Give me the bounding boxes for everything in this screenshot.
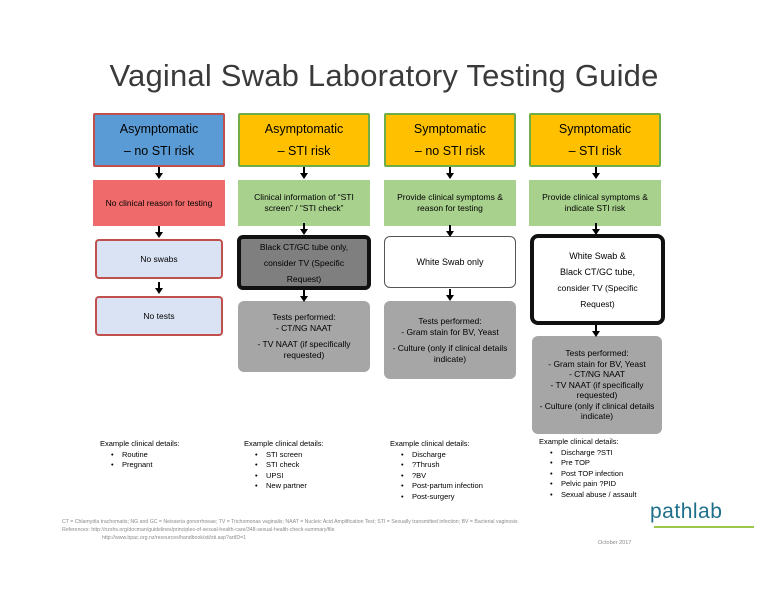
example-item: Discharge ?STI — [539, 448, 669, 459]
step-line: screen” / “STI check” — [264, 203, 344, 213]
example-item: Post-surgery — [390, 492, 520, 503]
header-line-2: – STI risk — [277, 144, 331, 158]
step-tests-performed: Tests performed: - Gram stain for BV, Ye… — [384, 301, 516, 379]
step-no-swabs: No swabs — [95, 239, 223, 279]
example-item: Pregnant — [100, 460, 230, 471]
down-arrow-icon — [155, 226, 163, 238]
step-line: White Swab & — [569, 250, 626, 261]
down-arrow-icon — [446, 225, 454, 237]
example-item: ?BV — [390, 471, 520, 482]
step-no-clinical-reason: No clinical reason for testing — [93, 180, 225, 226]
example-item: ?Thrush — [390, 460, 520, 471]
step-no-tests: No tests — [95, 296, 223, 336]
down-arrow-icon — [592, 167, 600, 179]
step-line: No clinical reason for testing — [105, 197, 213, 208]
step-line: - TV NAAT (if specifically — [257, 339, 351, 349]
step-line: Provide clinical symptoms & — [397, 192, 503, 202]
example-item: New partner — [244, 481, 374, 492]
example-item: STI check — [244, 460, 374, 471]
step-line: - Culture (only if clinical details — [392, 342, 508, 353]
down-arrow-icon — [155, 167, 163, 179]
header-line-2: – no STI risk — [414, 144, 486, 158]
down-arrow-icon — [592, 325, 600, 337]
examples-symptomatic-no-sti-risk: Example clinical details: Discharge ?Thr… — [390, 439, 520, 502]
examples-asymptomatic-sti-risk: Example clinical details: STI screen STI… — [244, 439, 374, 492]
header-line-2: – STI risk — [568, 144, 622, 158]
step-line: Tests performed: — [272, 312, 336, 322]
example-item: STI screen — [244, 450, 374, 461]
step-white-swab-and-black-tube: White Swab & Black CT/GC tube, consider … — [530, 234, 665, 325]
header-symptomatic-sti-risk: Symptomatic – STI risk — [529, 113, 661, 167]
header-line-1: Asymptomatic — [264, 122, 344, 136]
step-line: - CT/NG NAAT — [568, 369, 626, 380]
step-line: White Swab only — [416, 256, 484, 267]
step-line: Provide clinical symptoms & — [542, 192, 648, 202]
example-item: Sexual abuse / assault — [539, 490, 669, 501]
step-line: Black CT/GC tube, — [559, 266, 636, 277]
examples-symptomatic-sti-risk: Example clinical details: Discharge ?STI… — [539, 437, 669, 500]
step-line: No tests — [143, 310, 175, 321]
down-arrow-icon — [155, 282, 163, 294]
step-tests-performed: Tests performed: - CT/NG NAAT - TV NAAT … — [238, 301, 370, 372]
step-line: Black CT/GC tube only, — [259, 241, 349, 252]
example-item: Routine — [100, 450, 230, 461]
step-line: No swabs — [140, 253, 178, 264]
down-arrow-icon — [300, 167, 308, 179]
step-provide-symptoms: Provide clinical symptoms & reason for t… — [384, 180, 516, 226]
examples-asymptomatic-no-sti-risk: Example clinical details: Routine Pregna… — [100, 439, 230, 471]
down-arrow-icon — [592, 223, 600, 235]
header-line-1: Symptomatic — [558, 122, 632, 136]
header-symptomatic-no-sti-risk: Symptomatic – no STI risk — [384, 113, 516, 167]
example-item: Discharge — [390, 450, 520, 461]
example-item: Post TOP infection — [539, 469, 669, 480]
examples-title: Example clinical details: — [100, 439, 180, 448]
step-white-swab-only: White Swab only — [384, 236, 516, 288]
step-line: indicate) — [433, 353, 467, 364]
header-line-1: Symptomatic — [413, 122, 487, 136]
step-line: Tests performed: — [565, 348, 629, 359]
header-line-2: – no STI risk — [123, 144, 195, 158]
page-title: Vaginal Swab Laboratory Testing Guide — [109, 58, 659, 93]
example-item: UPSI — [244, 471, 374, 482]
step-line: Clinical information of “STI — [254, 192, 354, 202]
examples-title: Example clinical details: — [539, 437, 619, 446]
examples-title: Example clinical details: — [390, 439, 470, 448]
step-line: consider TV (Specific Request) — [263, 257, 345, 284]
down-arrow-icon — [300, 290, 308, 302]
example-item: Post-partum infection — [390, 481, 520, 492]
header-asymptomatic-no-sti-risk: Asymptomatic – no STI risk — [93, 113, 225, 167]
logo-underline — [654, 526, 754, 528]
header-asymptomatic-sti-risk: Asymptomatic – STI risk — [238, 113, 370, 167]
step-line: requested) — [283, 350, 325, 360]
footer-reference-2: http://www.bpac.org.nz/resources/handboo… — [102, 535, 247, 541]
step-line: - Gram stain for BV, Yeast — [548, 358, 646, 369]
footer-reference-1: References: http://nzshs.org/docman/guid… — [62, 527, 335, 533]
step-black-ct-gc-tube: Black CT/GC tube only, consider TV (Spec… — [237, 235, 371, 290]
header-line-1: Asymptomatic — [119, 122, 199, 136]
down-arrow-icon — [446, 167, 454, 179]
example-item: Pelvic pain ?PID — [539, 479, 669, 490]
down-arrow-icon — [446, 289, 454, 301]
example-item: Pre TOP — [539, 458, 669, 469]
pathlab-logo: pathlab — [650, 500, 723, 523]
footer-abbreviations: CT = Chlamydia trachomatis; NG and GC = … — [62, 519, 518, 525]
examples-title: Example clinical details: — [244, 439, 324, 448]
footer-date: October 2017 — [598, 540, 632, 546]
step-line: requested) — [576, 390, 618, 401]
step-line: consider TV (Specific Request) — [557, 282, 638, 309]
step-line: - TV NAAT (if specifically — [550, 379, 644, 390]
down-arrow-icon — [300, 223, 308, 235]
step-line: - Gram stain for BV, Yeast — [401, 326, 499, 337]
step-clinical-information: Clinical information of “STI screen” / “… — [238, 180, 370, 226]
step-line: indicate STI risk — [564, 203, 626, 213]
step-line: Tests performed: — [418, 315, 482, 326]
step-line: reason for testing — [417, 203, 483, 213]
step-tests-performed: Tests performed: - Gram stain for BV, Ye… — [532, 336, 662, 434]
step-line: indicate) — [580, 411, 614, 422]
step-line: - CT/NG NAAT — [275, 323, 333, 333]
step-provide-symptoms-sti: Provide clinical symptoms & indicate STI… — [529, 180, 661, 226]
step-line: - Culture (only if clinical details — [539, 400, 655, 411]
